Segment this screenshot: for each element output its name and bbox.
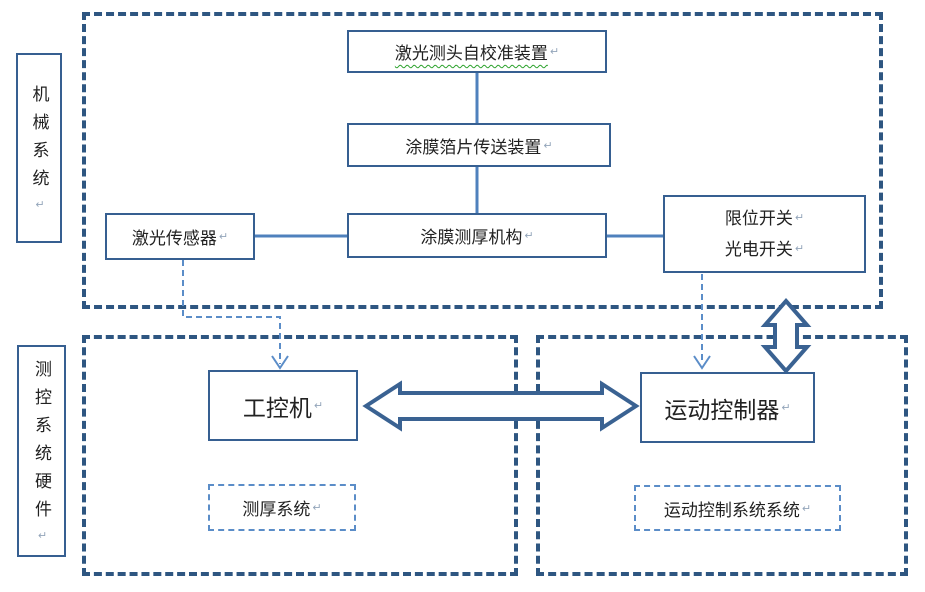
return-mark: ↵: [794, 243, 805, 255]
node-industrial-pc-label: 工控机: [242, 394, 312, 421]
side-label-hardware-text: 测控系统硬件: [32, 360, 51, 529]
return-mark: ↵: [524, 230, 534, 242]
node-calibration-label: 激光测头自校准装置: [394, 44, 548, 63]
box-thickness-system-label: 测厚系统: [242, 500, 311, 519]
mechanical-system-container: [82, 12, 883, 309]
return-mark: ↵: [313, 400, 324, 412]
return-mark: ↵: [36, 528, 48, 542]
node-calibration-device: 激光测头自校准装置↵: [347, 30, 607, 73]
node-foil-transfer-device: 涂膜箔片传送装置↵: [347, 123, 611, 167]
node-thickness-mechanism: 涂膜测厚机构↵: [347, 213, 607, 258]
side-label-mechanical-system: 机械系统↵: [16, 53, 62, 243]
return-mark: ↵: [549, 46, 560, 58]
node-foil-transfer-label: 涂膜箔片传送装置: [405, 137, 542, 157]
return-mark: ↵: [543, 139, 553, 152]
node-switches-line1: 限位开关↵: [725, 203, 804, 234]
node-motion-controller: 运动控制器↵: [640, 372, 815, 443]
node-switches: 限位开关↵ 光电开关↵: [663, 195, 866, 273]
return-mark: ↵: [312, 502, 322, 514]
node-thickness-mechanism-label: 涂膜测厚机构: [420, 228, 523, 247]
box-motion-system-label: 运动控制系统系统: [663, 500, 800, 520]
return-mark: ↵: [801, 502, 812, 515]
measurement-hardware-left-container: [82, 335, 518, 576]
node-motion-controller-label: 运动控制器: [664, 396, 780, 423]
node-switches-line2: 光电开关↵: [725, 234, 804, 265]
box-motion-system: 运动控制系统系统↵: [634, 485, 841, 531]
return-mark: ↵: [218, 231, 229, 243]
node-industrial-pc: 工控机↵: [208, 370, 358, 441]
measurement-hardware-right-container: [536, 335, 908, 576]
side-label-hardware: 测控系统硬件↵: [17, 345, 66, 557]
return-mark: ↵: [794, 212, 805, 224]
box-thickness-system: 测厚系统↵: [208, 484, 356, 531]
node-laser-sensor: 激光传感器↵: [105, 213, 255, 260]
return-mark: ↵: [33, 197, 46, 211]
node-laser-sensor-label: 激光传感器: [131, 229, 217, 248]
side-label-mechanical-text: 机械系统: [29, 85, 49, 198]
return-mark: ↵: [781, 402, 791, 414]
